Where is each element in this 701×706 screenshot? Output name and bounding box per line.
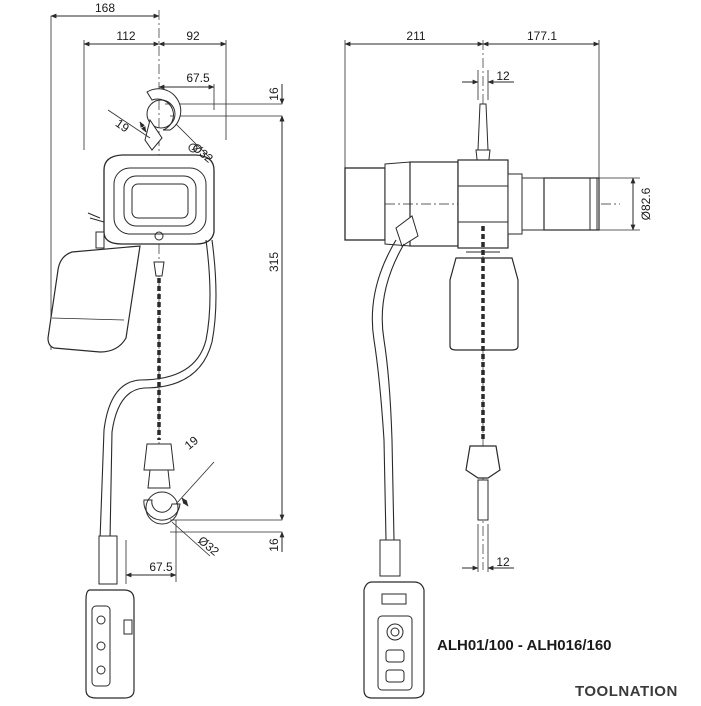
- brand-logo: TOOLNATION: [575, 683, 678, 700]
- dim-height: 315: [267, 252, 281, 272]
- dim-side-bottom-hook: 12: [496, 555, 510, 569]
- dim-bottom-hook-dia: Ø32: [195, 533, 222, 559]
- dim-top-gap: 16: [267, 87, 281, 101]
- dim-side-right: 177.1: [527, 29, 557, 43]
- dim-bottom-gap: 16: [267, 538, 281, 552]
- brand-logo-text: TOOLNATION: [575, 683, 678, 700]
- dim-side-left: 211: [406, 29, 425, 43]
- side-view: [344, 40, 640, 699]
- model-label: ALH01/100 - ALH016/160: [437, 637, 612, 654]
- dim-right: 92: [186, 29, 200, 43]
- dim-bottom-hook-open: 19: [182, 433, 201, 453]
- front-view: [47, 10, 285, 699]
- dim-total-width: 168: [95, 1, 115, 15]
- dim-motor-dia: Ø82.6: [639, 187, 653, 220]
- dim-bottom-hook: 67.5: [149, 560, 173, 574]
- dim-top-hook-open: 19: [113, 116, 132, 135]
- dim-top-hook: 67.5: [186, 71, 210, 85]
- dim-left: 112: [116, 29, 135, 43]
- dim-side-top-hook: 12: [496, 69, 510, 83]
